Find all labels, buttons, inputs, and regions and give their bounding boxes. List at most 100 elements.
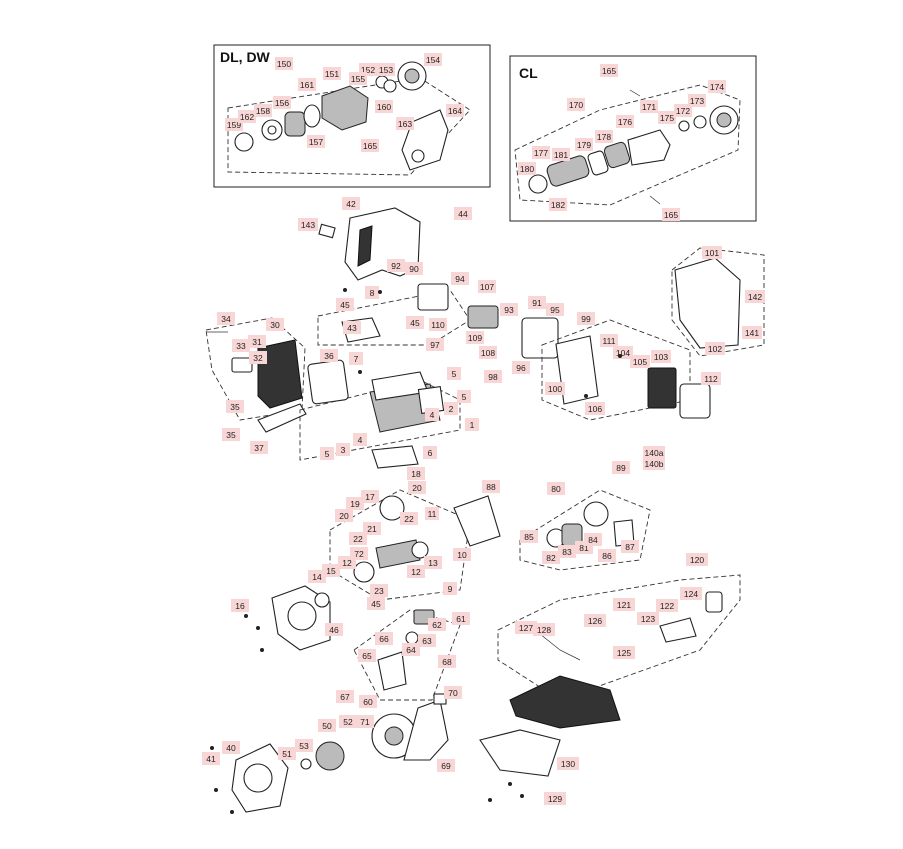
callout-label: 102 (705, 342, 725, 355)
svg-text:141: 141 (745, 328, 759, 338)
svg-text:128: 128 (537, 625, 551, 635)
svg-text:126: 126 (588, 616, 602, 626)
callout-label: 179 (575, 138, 593, 151)
callout-label: 180 (518, 162, 536, 175)
callout-label: 127 (515, 621, 537, 634)
svg-text:161: 161 (300, 80, 314, 90)
part-callouts: 150 151 152 153 154 155 156 157 158 159 … (202, 53, 765, 805)
dl-dw-inset-frame (213, 44, 491, 188)
callout-label: 41 (202, 752, 220, 765)
callout-label: 30 (266, 318, 284, 331)
callout-label: 104 (613, 346, 633, 359)
svg-text:8: 8 (370, 288, 375, 298)
svg-text:45: 45 (371, 599, 381, 609)
callout-label: 98 (484, 370, 502, 383)
svg-text:15: 15 (326, 566, 336, 576)
callout-label: 163 (396, 117, 414, 130)
svg-text:157: 157 (309, 137, 323, 147)
svg-text:18: 18 (411, 469, 421, 479)
svg-text:171: 171 (642, 102, 656, 112)
svg-text:109: 109 (468, 333, 482, 343)
callout-label: 112 (701, 372, 721, 385)
callout-label: 153 (377, 63, 395, 76)
callout-label: 18 (407, 467, 425, 480)
callout-label: 103 (651, 350, 671, 363)
svg-text:91: 91 (532, 298, 542, 308)
svg-text:143: 143 (301, 220, 315, 230)
air-cleaner-drawing (541, 247, 765, 421)
svg-text:180: 180 (520, 164, 534, 174)
svg-text:3: 3 (341, 445, 346, 455)
svg-text:60: 60 (363, 697, 373, 707)
callout-label: 5 (457, 390, 471, 403)
svg-text:104: 104 (616, 348, 630, 358)
callout-label: 65 (358, 649, 376, 662)
svg-text:111: 111 (603, 336, 616, 346)
svg-text:100: 100 (548, 384, 562, 394)
svg-text:51: 51 (282, 749, 292, 759)
svg-text:70: 70 (448, 688, 458, 698)
callout-label: 17 (361, 490, 379, 503)
svg-text:61: 61 (456, 614, 466, 624)
flywheel-drawing (371, 693, 449, 761)
callout-label: 3 (336, 443, 350, 456)
svg-text:52: 52 (343, 717, 353, 727)
clutch-drum-drawing (519, 489, 651, 571)
svg-text:159: 159 (227, 120, 241, 130)
svg-text:122: 122 (660, 601, 674, 611)
fastener-marks (210, 288, 622, 814)
svg-text:87: 87 (625, 542, 635, 552)
callout-label: 37 (250, 441, 268, 454)
callout-label: 130 (557, 757, 579, 770)
svg-text:71: 71 (360, 717, 370, 727)
svg-text:84: 84 (588, 535, 598, 545)
callout-label: 129 (544, 792, 566, 805)
crankshaft-drawing (329, 489, 501, 601)
svg-text:9: 9 (448, 584, 453, 594)
callout-label: 182 (549, 198, 567, 211)
callout-label: 92 (387, 259, 405, 272)
svg-text:1: 1 (470, 420, 475, 430)
callout-label: 106 (585, 402, 605, 415)
svg-text:45: 45 (340, 300, 350, 310)
ignition-coil-drawing (353, 609, 461, 701)
callout-label: 165 (662, 208, 680, 221)
callout-label: 53 (295, 739, 313, 752)
callout-label: 172 (674, 104, 692, 117)
callout-label: 40 (222, 741, 240, 754)
callout-label: 20 (335, 509, 353, 522)
svg-text:65: 65 (362, 651, 372, 661)
svg-text:120: 120 (690, 555, 704, 565)
svg-text:107: 107 (480, 282, 494, 292)
svg-text:35: 35 (230, 402, 240, 412)
callout-label: 157 (307, 135, 325, 148)
callout-label: 107 (478, 280, 496, 293)
callout-label: 96 (512, 361, 530, 374)
svg-text:46: 46 (329, 625, 339, 635)
svg-text:2: 2 (449, 404, 454, 414)
callout-label: 5 (320, 447, 334, 460)
callout-label: 42 (342, 197, 360, 210)
callout-label: 9 (443, 582, 457, 595)
callout-label: 11 (425, 507, 439, 520)
svg-text:22: 22 (353, 534, 363, 544)
svg-text:31: 31 (252, 337, 262, 347)
callout-label: 85 (520, 530, 538, 543)
callout-label: 32 (249, 351, 267, 364)
svg-text:13: 13 (428, 558, 438, 568)
callout-label: 141 (742, 326, 762, 339)
svg-text:123: 123 (641, 614, 655, 624)
svg-text:158: 158 (256, 106, 270, 116)
svg-text:82: 82 (546, 553, 556, 563)
callout-label: 121 (613, 598, 635, 611)
callout-label: 88 (482, 480, 500, 493)
svg-text:129: 129 (548, 794, 562, 804)
callout-label: 1 (465, 418, 479, 431)
svg-text:12: 12 (411, 567, 421, 577)
svg-text:165: 165 (363, 141, 377, 151)
cl-inset-title: CL (519, 65, 538, 81)
svg-text:20: 20 (339, 511, 349, 521)
cl-inset-frame (509, 55, 757, 222)
callout-label: 31 (248, 335, 266, 348)
svg-text:30: 30 (270, 320, 280, 330)
